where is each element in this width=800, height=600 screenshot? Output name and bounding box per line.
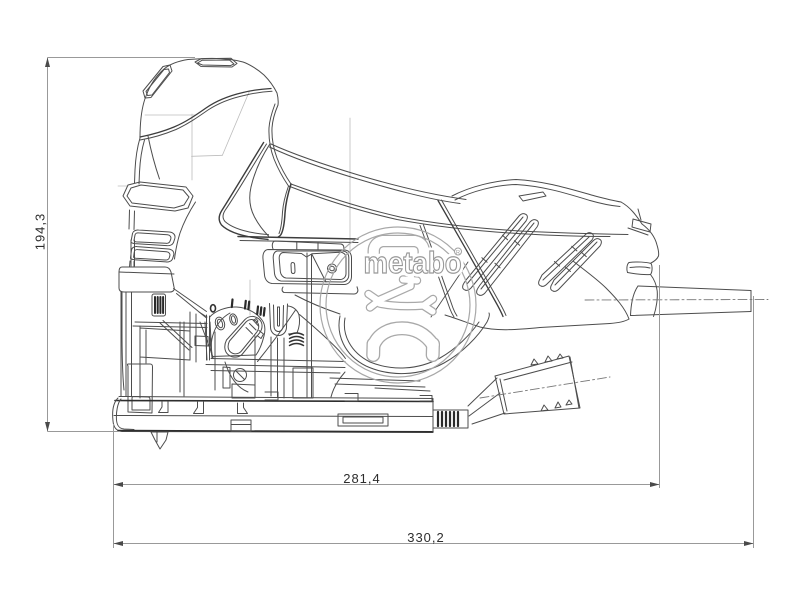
svg-text:281,4: 281,4	[343, 471, 381, 486]
svg-text:330,2: 330,2	[407, 530, 445, 545]
svg-text:194,3: 194,3	[33, 213, 48, 251]
svg-text:metabo: metabo	[363, 246, 461, 281]
svg-text:metabo: metabo	[363, 246, 461, 281]
svg-text:R: R	[456, 250, 460, 256]
